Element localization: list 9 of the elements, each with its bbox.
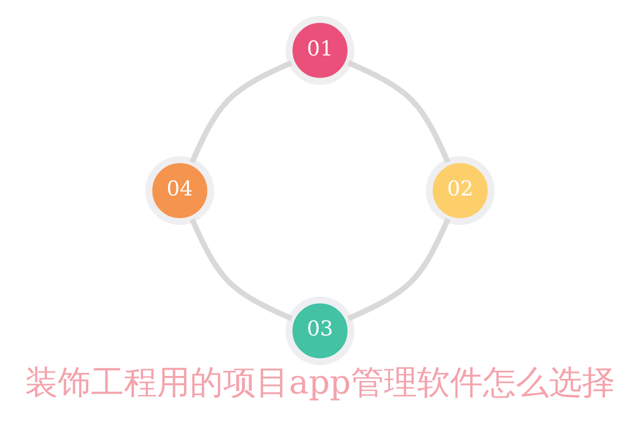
connector — [347, 60, 450, 163]
node-circle: 04 — [145, 156, 214, 224]
node-circle: 03 — [286, 296, 354, 365]
connector — [347, 217, 450, 320]
node-circle: 02 — [426, 156, 495, 224]
diagram-title: 装饰工程用的项目app管理软件怎么选择 — [25, 362, 615, 402]
node-circle: 01 — [286, 16, 354, 84]
connector — [190, 60, 293, 163]
connector — [190, 218, 293, 321]
